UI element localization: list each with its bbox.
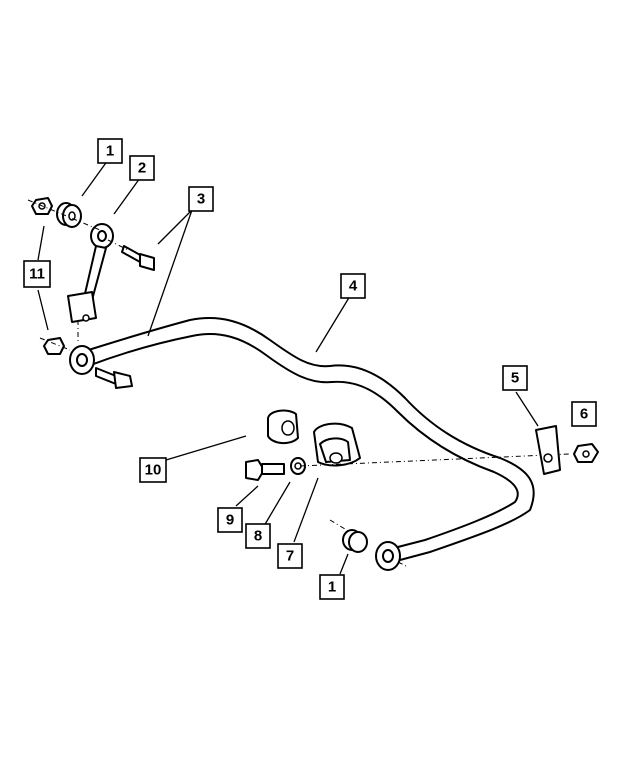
callout-6: 6 [571,401,597,427]
callout-label: 1 [106,143,114,160]
callout-10: 10 [139,457,167,483]
bar-end-right [375,541,401,571]
callout-label: 7 [286,548,294,565]
callout-label: 11 [29,266,45,283]
callout-label: 8 [254,528,262,545]
callout-label: 5 [511,370,519,387]
callout-9: 9 [217,507,243,533]
right-centerline [329,519,407,567]
bushing-10 [267,409,299,444]
callout-3: 3 [188,186,214,212]
callout-4: 4 [340,273,366,299]
nut-6 [573,443,599,463]
callout-5: 5 [502,365,528,391]
callout-8: 8 [245,523,271,549]
stabilizer-link [67,223,114,323]
stabilizer-bar [81,317,535,561]
bolt-3-lower [95,367,133,389]
bar-end-left [69,345,95,375]
washer-8 [290,457,306,475]
callout-11: 11 [23,260,51,288]
callout-label: 1 [328,579,336,596]
bushing-1-upper [56,202,82,228]
bolt-9 [245,459,285,481]
callout-label: 10 [145,462,162,479]
callout-1-lower: 1 [319,574,345,600]
bracket-5 [535,425,561,475]
callout-label: 2 [138,160,146,177]
link-centerline [27,199,129,351]
callout-label: 9 [226,512,234,529]
bolt-3-upper [121,245,155,271]
clamp-7 [313,422,361,467]
callout-2: 2 [129,155,155,181]
callout-1-upper: 1 [97,138,123,164]
nut-11-lower [43,337,65,355]
callout-label: 6 [580,406,588,423]
bushing-1-lower [342,529,368,553]
leader-lines [37,159,539,575]
callout-7: 7 [277,543,303,569]
center-centerline [299,453,571,467]
callout-label: 4 [349,278,358,295]
callout-label: 3 [197,191,205,208]
